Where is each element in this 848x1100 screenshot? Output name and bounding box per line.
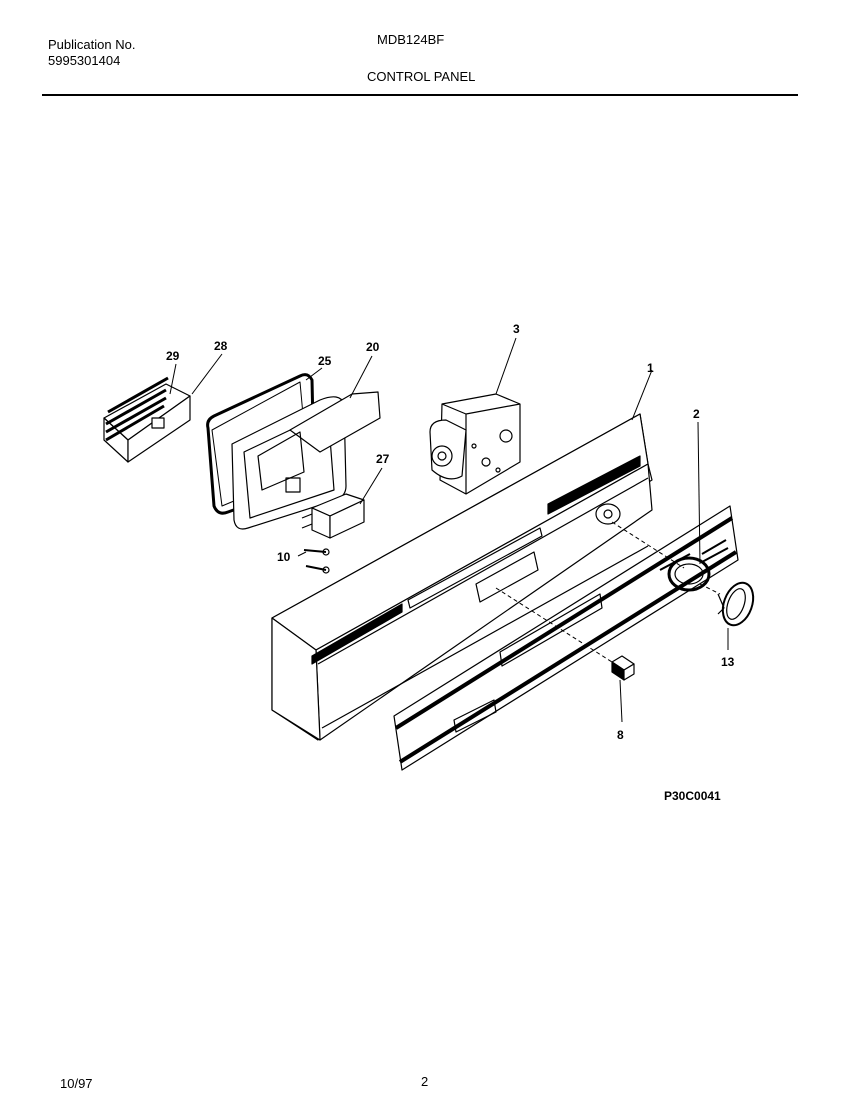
callout-25: 25 [318,354,332,368]
callout-1: 1 [647,361,654,375]
part-13-knob [717,581,755,627]
callout-27: 27 [376,452,390,466]
callout-3: 3 [513,322,520,336]
part-20-dispenser [231,391,381,530]
publication-number: 5995301404 [48,53,121,68]
part-8-button [611,655,635,681]
part-3-timer [429,393,521,495]
callout-10: 10 [277,550,291,564]
leader-lines [169,337,729,723]
callout-20: 20 [366,340,380,354]
publication-label: Publication No. [48,37,136,52]
part-27-switch [301,493,365,539]
callout-29: 29 [166,349,180,363]
section-title: CONTROL PANEL [367,69,476,84]
part-2-overlay [393,505,739,771]
callout-28: 28 [214,339,228,353]
header-rule [42,94,798,96]
revision-date: 10/97 [60,1076,93,1091]
part-10-screws [303,548,330,574]
page-number: 2 [421,1074,429,1089]
callout-13: 13 [721,655,735,669]
callout-2: 2 [693,407,700,421]
figure-code: P30C0041 [664,789,721,803]
part-29-board [103,376,191,463]
part-1-console [271,413,653,741]
model-number: MDB124BF [377,32,445,47]
callout-8: 8 [617,728,624,742]
callout-labels: 29 28 25 20 3 1 27 2 10 13 8 [166,322,735,742]
